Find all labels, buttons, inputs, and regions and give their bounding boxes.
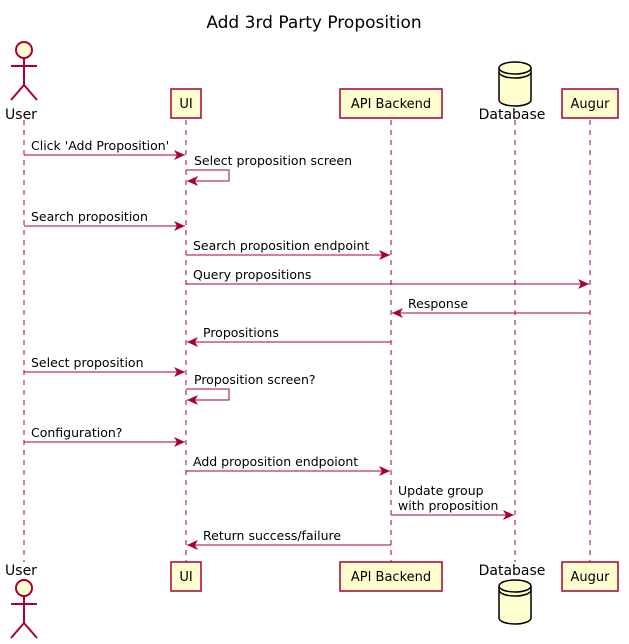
- participant-box-api: [339, 561, 443, 592]
- message-label: Search proposition endpoint: [193, 238, 369, 253]
- message-label: Proposition screen?: [194, 372, 316, 387]
- actor-user-bottom: [10, 579, 38, 639]
- participant-box-ui: [170, 88, 202, 119]
- message-arrow: [186, 169, 230, 186]
- message-label: Select proposition screen: [194, 153, 352, 168]
- participant-label-ui: UI: [179, 97, 192, 112]
- message: Response: [392, 296, 590, 318]
- participant-box-api: [339, 88, 443, 119]
- participant-label-database: Database: [479, 563, 546, 579]
- message: Search proposition endpoint: [186, 238, 390, 260]
- message-arrow: [186, 388, 230, 405]
- message: Proposition screen?: [186, 372, 316, 405]
- message-label: Response: [408, 296, 468, 311]
- participant-label-api: API Backend: [351, 97, 431, 112]
- actor-head-icon: [15, 41, 33, 59]
- message: Add proposition endpoiont: [186, 454, 390, 476]
- participant-label-augur: Augur: [571, 570, 611, 585]
- participant-box-augur: [561, 88, 619, 119]
- message-label: Configuration?: [31, 425, 122, 440]
- diagram-title: Add 3rd Party Proposition: [206, 13, 421, 33]
- participant-box-ui: [170, 561, 202, 592]
- message-label: Click 'Add Proposition': [31, 138, 169, 153]
- participant-label-user: User: [5, 107, 37, 123]
- participant-label-api: API Backend: [351, 570, 431, 585]
- message: Query propositions: [186, 267, 589, 289]
- message-label: Update group: [398, 483, 484, 498]
- messages: Click 'Add Proposition' Select propositio…: [24, 138, 590, 550]
- message-label: Search proposition: [31, 209, 148, 224]
- message: Configuration?: [24, 425, 185, 447]
- message-label: Add proposition endpoiont: [193, 454, 358, 469]
- actor-user-top: [10, 41, 38, 101]
- message: Select proposition: [24, 355, 185, 377]
- message-label: with proposition: [398, 498, 498, 513]
- participant-label-database: Database: [479, 107, 546, 123]
- database-icon-top: [498, 61, 532, 107]
- message: Propositions: [187, 325, 391, 347]
- lifelines: [23, 120, 591, 562]
- participants-top: User UI API Backend Database Augur: [5, 41, 619, 123]
- participant-box-augur: [561, 561, 619, 592]
- participant-label-ui: UI: [179, 570, 192, 585]
- database-icon-bottom: [498, 579, 532, 625]
- message: Click 'Add Proposition': [24, 138, 185, 160]
- participants-bottom: User UI API Backend Database Augur: [5, 561, 619, 639]
- message: Select proposition screen: [186, 153, 352, 186]
- message: Return success/failure: [187, 528, 391, 550]
- actor-head-icon: [15, 579, 33, 597]
- participant-label-augur: Augur: [571, 97, 611, 112]
- message-label: Return success/failure: [203, 528, 341, 543]
- participant-label-user: User: [5, 563, 37, 579]
- message-label: Select proposition: [31, 355, 144, 370]
- message-label: Propositions: [203, 325, 279, 340]
- message: Search proposition: [24, 209, 185, 231]
- message-label: Query propositions: [193, 267, 311, 282]
